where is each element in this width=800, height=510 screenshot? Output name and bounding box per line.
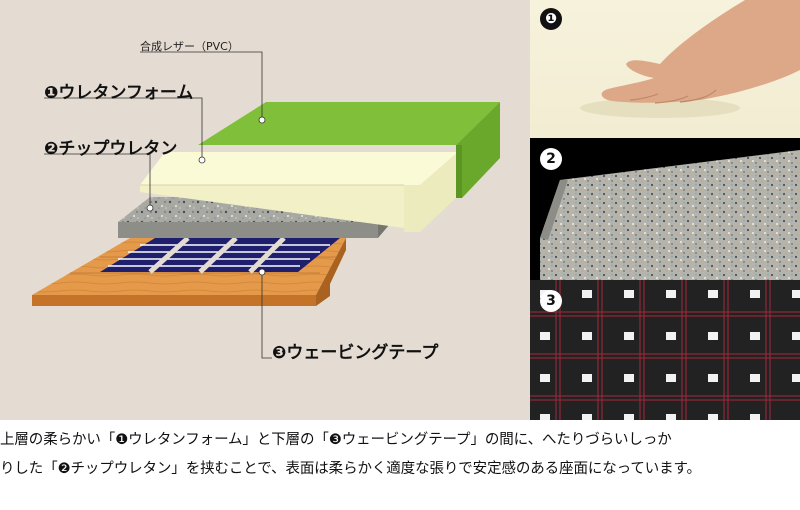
leader-dots (146, 116, 266, 276)
layer-diagram: 合成レザー（PVC） ❶ウレタンフォーム ❷チップウレタン ❸ウェービングテープ (0, 0, 530, 420)
webbing-tape (100, 236, 340, 274)
photo-chip-urethane: 2 (530, 138, 800, 280)
caption-line-1: 上層の柔らかい「❶ウレタンフォーム」と下層の「❸ウェービングテープ」の間に、へた… (0, 432, 672, 448)
label-webbing-tape: ❸ウェービングテープ (272, 343, 439, 363)
label-urethane-foam: ❶ウレタンフォーム (44, 83, 194, 103)
photo-number-3: 3 (540, 290, 562, 312)
chip-photo-illustration (540, 150, 800, 280)
photo-webbing-tape: 3 (530, 280, 800, 420)
urethane-foam-layer (140, 152, 458, 232)
photo-urethane-foam: ❶ (530, 0, 800, 138)
caption: 上層の柔らかい「❶ウレタンフォーム」と下層の「❸ウェービングテープ」の間に、へた… (0, 426, 800, 484)
photo-number-1: ❶ (540, 8, 562, 30)
hand-photo-illustration (580, 0, 800, 118)
pvc-leather-layer (198, 102, 500, 198)
caption-line-2: りした「❷チップウレタン」を挟むことで、表面は柔らかく適度な張りで安定感のある座… (0, 461, 701, 477)
layer-diagram-svg (32, 51, 500, 359)
label-chip-urethane: ❷チップウレタン (44, 139, 178, 159)
webbing-photo-illustration (530, 280, 800, 420)
leader-lines (44, 51, 272, 359)
label-pvc-leather: 合成レザー（PVC） (140, 40, 239, 53)
photo-number-2: 2 (540, 148, 562, 170)
